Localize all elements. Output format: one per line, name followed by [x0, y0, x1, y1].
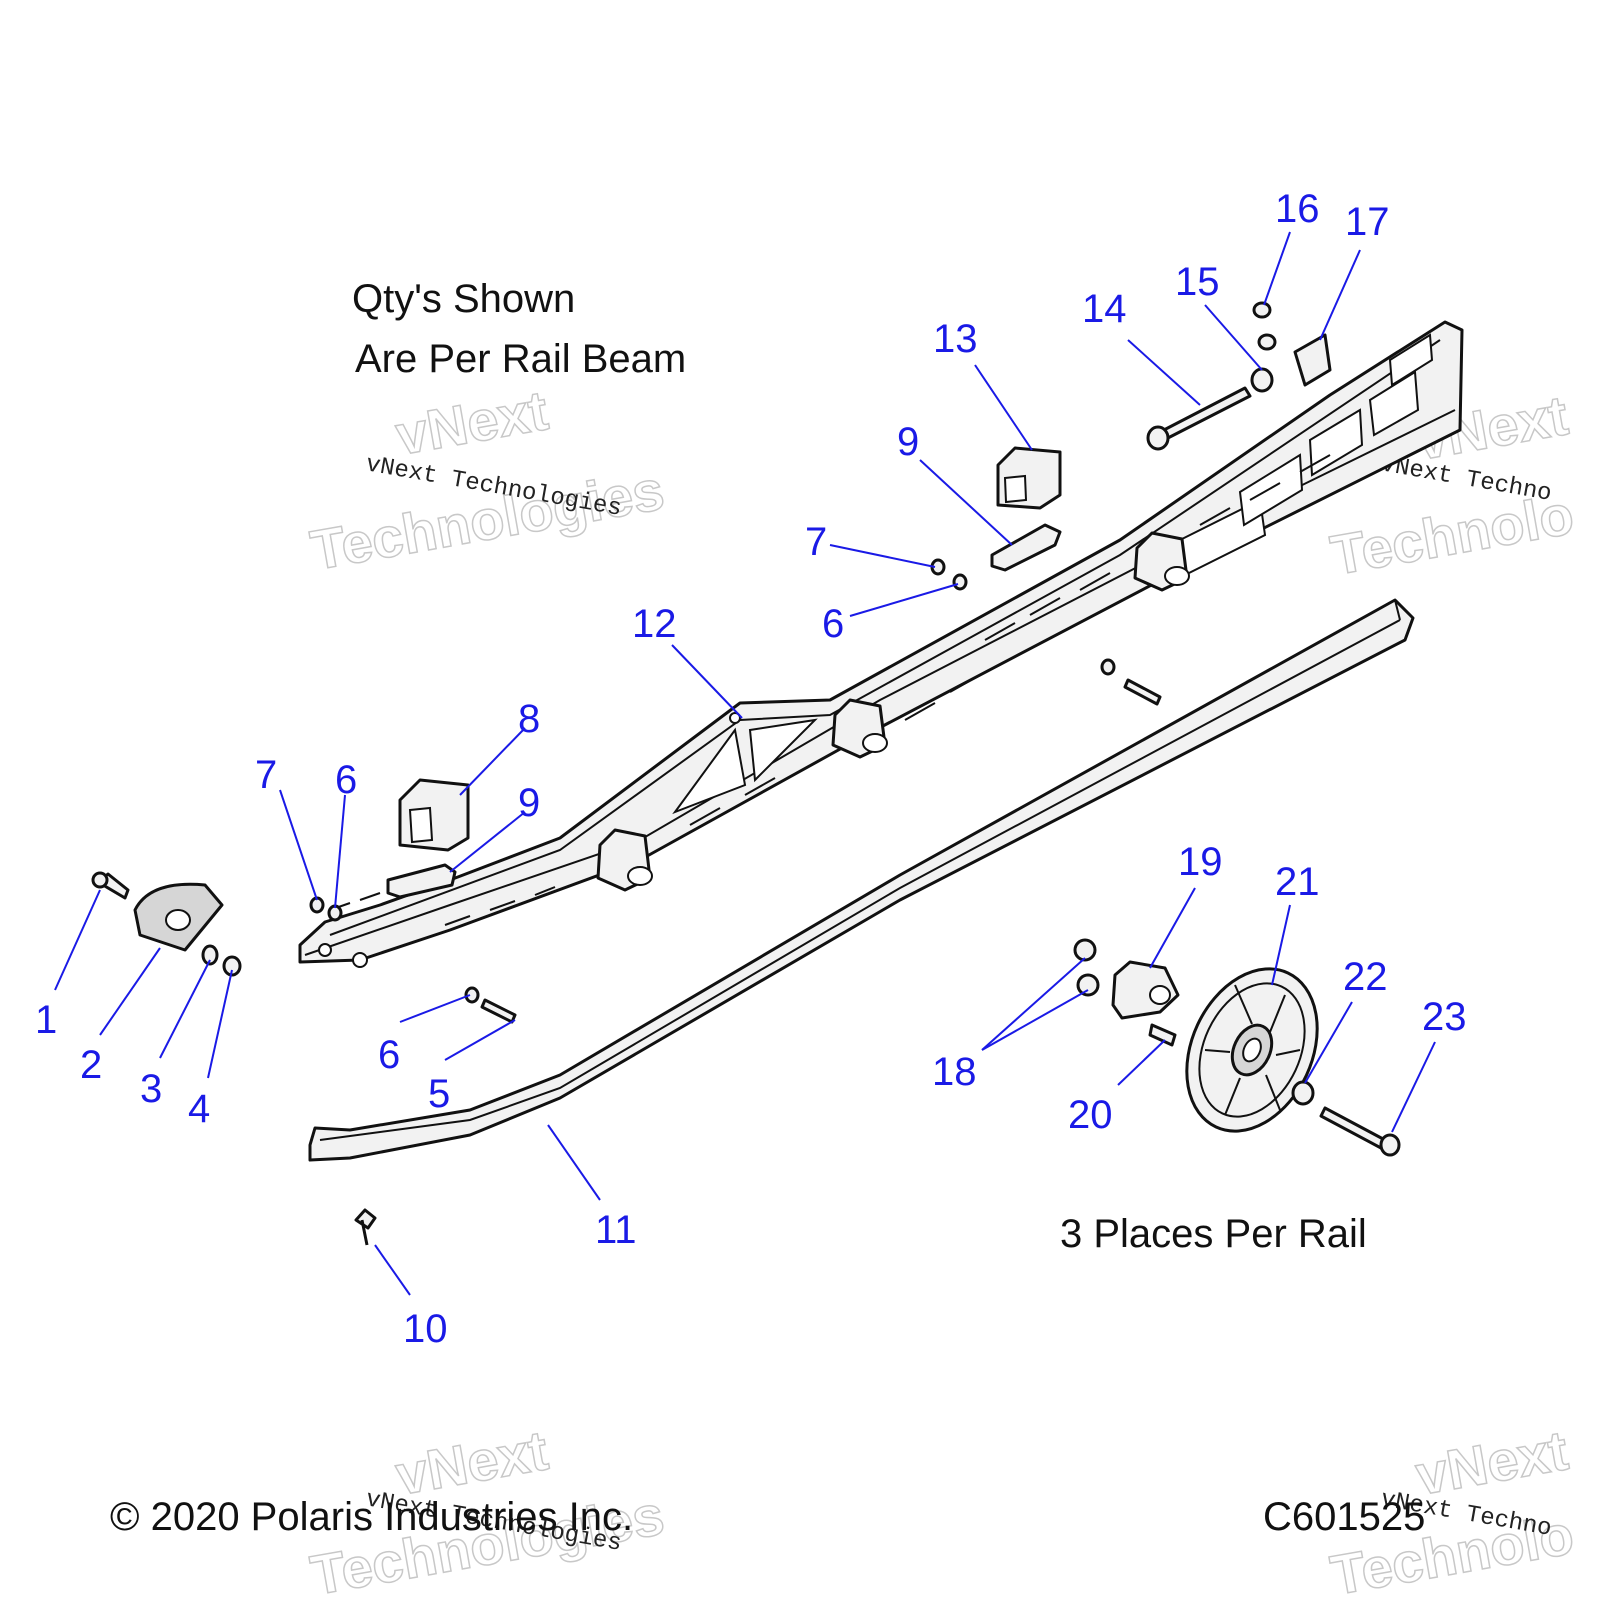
leader-lines — [54, 231, 1436, 1296]
part-5-bolt — [480, 998, 517, 1024]
callout-20: 20 — [1068, 1093, 1113, 1137]
rail-beam — [298, 320, 1464, 968]
callout-7-left: 7 — [255, 753, 277, 797]
part-6-washer-left — [327, 904, 343, 922]
part-3-washer — [201, 944, 219, 966]
part-16-screw-a — [1252, 301, 1272, 319]
part-17-bracket — [1293, 333, 1332, 387]
part-20-spacer — [1148, 1023, 1177, 1047]
part-6-washer-right — [952, 573, 968, 591]
callout-3: 3 — [140, 1067, 162, 1111]
copyright: © 2020 Polaris Industries Inc. — [110, 1495, 633, 1539]
callout-15: 15 — [1175, 260, 1220, 304]
callout-19: 19 — [1178, 840, 1223, 884]
part-14-bolt — [1146, 386, 1252, 451]
part-16-screw-b — [1257, 333, 1277, 351]
part-7-nut-left — [309, 896, 325, 914]
callout-6-right: 6 — [822, 602, 844, 646]
part-19-mount — [1111, 960, 1180, 1020]
slide-rail — [308, 598, 1415, 1162]
callout-12: 12 — [632, 602, 677, 646]
callouts: 1 2 3 4 5 6 6 6 7 7 8 9 9 10 11 12 13 14… — [35, 187, 1467, 1351]
part-18-nut-b — [1076, 973, 1100, 997]
diagram-code: C601525 — [1263, 1495, 1425, 1539]
callout-5: 5 — [428, 1072, 450, 1116]
beam-mount-2 — [831, 698, 888, 759]
callout-23: 23 — [1422, 995, 1467, 1039]
part-23-bolt — [1319, 1106, 1401, 1157]
callout-17: 17 — [1345, 200, 1390, 244]
beam-mount-1 — [596, 828, 653, 892]
callout-21: 21 — [1275, 860, 1320, 904]
callout-7-right: 7 — [805, 520, 827, 564]
part-15-bushing — [1250, 367, 1274, 393]
note-qty-line1: Qty's Shown — [352, 277, 575, 321]
watermark-top-left: vNext Technologies vNext Technologies — [305, 378, 669, 583]
middle-bolt — [1123, 678, 1162, 706]
watermark-big-line1-b: vNext — [391, 1418, 552, 1507]
callout-9-right: 9 — [897, 420, 919, 464]
watermark-big-line1: vNext — [391, 378, 552, 467]
callout-9-left: 9 — [518, 781, 540, 825]
callout-22: 22 — [1343, 955, 1388, 999]
middle-washer — [1100, 658, 1116, 676]
watermark-partial-big1-b: vNext — [1411, 1418, 1572, 1507]
part-22-washer — [1291, 1080, 1315, 1106]
callout-18: 18 — [932, 1050, 977, 1094]
part-10-bolt — [354, 1208, 377, 1246]
part-6-washer-lower — [464, 986, 480, 1004]
part-18-nut-a — [1073, 938, 1097, 962]
watermark-bottom-left: vNext Technologies vNext Technologies — [305, 1418, 669, 1600]
part-21-wheel — [1185, 967, 1319, 1133]
callout-10: 10 — [403, 1307, 448, 1351]
callout-13: 13 — [933, 317, 978, 361]
part-4-nut — [222, 955, 242, 977]
part-9-clip-left — [386, 863, 457, 899]
callout-6-left: 6 — [335, 758, 357, 802]
part-1-bolt — [91, 871, 130, 900]
part-2-bumper — [133, 882, 224, 952]
callout-16: 16 — [1275, 187, 1320, 231]
callout-1: 1 — [35, 998, 57, 1042]
callout-8: 8 — [518, 697, 540, 741]
callout-4: 4 — [188, 1087, 210, 1131]
callout-2: 2 — [80, 1043, 102, 1087]
callout-6-lower: 6 — [378, 1033, 400, 1077]
callout-11: 11 — [595, 1208, 637, 1252]
callout-14: 14 — [1082, 287, 1127, 331]
part-8-block — [398, 778, 470, 852]
beam-mount-3 — [1133, 531, 1190, 592]
note-qty-line2: Are Per Rail Beam — [355, 337, 686, 381]
part-9-clip-right — [990, 523, 1062, 572]
part-13-block — [996, 446, 1062, 510]
note-places: 3 Places Per Rail — [1060, 1212, 1367, 1256]
